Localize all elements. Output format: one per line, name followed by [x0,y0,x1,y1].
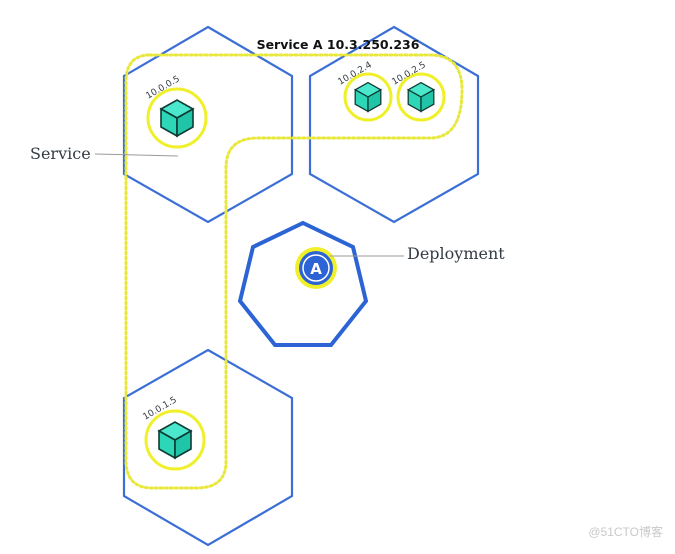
service-label: Service [30,144,91,163]
pod-10-0-0-5: 10.0.0.5 [145,74,208,149]
pod-10-0-1-5: 10.0.1.5 [142,395,206,471]
pod-10-0-2-5: 10.0.2.5 [391,60,446,122]
watermark: @51CTO博客 [588,525,663,539]
deployment-label: Deployment [407,244,505,263]
cube-icon [158,421,192,459]
service-dotted-boundary [124,53,464,490]
node-hexagon-top-left [122,25,294,224]
cube-icon [354,81,382,113]
deployment-badge: A [295,247,337,289]
service-title: Service A 10.3.250.236 [257,37,420,52]
deployment-badge-letter: A [310,260,322,278]
node-hexagon-top-right [308,25,480,224]
cube-icon [407,81,435,113]
pod-10-0-2-4: 10.0.2.4 [337,60,393,122]
cube-icon [160,99,194,137]
node-hexagon-bottom [122,348,294,547]
service-leader-line [94,153,179,157]
